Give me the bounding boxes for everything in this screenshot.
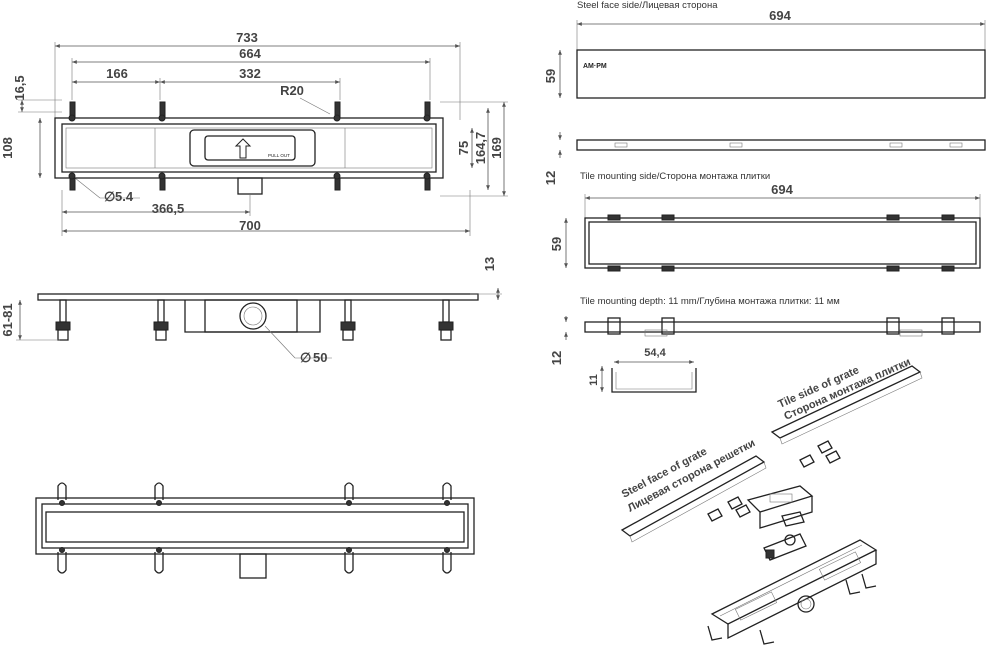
dim-61-81: 61-81 xyxy=(0,303,15,336)
dim-332: 332 xyxy=(239,66,261,81)
steel-face-thickness: 12 xyxy=(543,171,558,185)
dim-108: 108 xyxy=(0,137,15,159)
tile-depth-caption: Tile mounting depth: 11 mm/Глубина монта… xyxy=(580,296,840,307)
steel-face-height: 59 xyxy=(543,69,558,83)
diameter-symbol-50: ∅ xyxy=(300,350,311,365)
tile-side-height: 59 xyxy=(549,237,564,251)
tile-side-panel: Tile mounting side/Сторона монтажа плитк… xyxy=(549,171,981,272)
tile-depth-thickness: 12 xyxy=(549,351,564,365)
dim-r20: R20 xyxy=(280,83,304,98)
dim-664: 664 xyxy=(239,46,261,61)
profile-depth: 11 xyxy=(588,374,600,386)
steel-face-caption: Steel face side/Лицевая сторона xyxy=(577,0,718,11)
dim-50: 50 xyxy=(313,350,327,365)
profile-width: 54,4 xyxy=(644,347,666,359)
diameter-symbol: ∅ xyxy=(104,189,115,204)
side-view: 61-81 13 ∅ 50 xyxy=(0,257,502,365)
dim-5-4: 5.4 xyxy=(115,189,134,204)
dim-166: 166 xyxy=(106,66,128,81)
dim-16-5: 16,5 xyxy=(12,75,27,100)
tile-depth-panel: Tile mounting depth: 11 mm/Глубина монта… xyxy=(549,296,981,393)
dim-13: 13 xyxy=(482,257,497,271)
steel-face-length: 694 xyxy=(769,8,791,23)
brand-logo: AM·PM xyxy=(583,63,607,70)
dim-733: 733 xyxy=(236,30,258,45)
dim-75: 75 xyxy=(456,141,471,155)
grate-installed-view xyxy=(35,482,475,579)
tile-side-length: 694 xyxy=(771,182,793,197)
exploded-view: Tile side of grate Сторона монтажа плитк… xyxy=(620,356,923,645)
top-view: 733 664 166 332 R20 700 366,5 ∅ 5.4 16,5… xyxy=(0,30,508,236)
tile-side-caption: Tile mounting side/Сторона монтажа плитк… xyxy=(580,171,770,182)
dim-700: 700 xyxy=(239,218,261,233)
dim-164-7: 164,7 xyxy=(473,132,488,165)
dim-169: 169 xyxy=(489,137,504,159)
steel-face-panel: Steel face side/Лицевая сторона 694 AM·P… xyxy=(543,0,986,185)
dim-366-5: 366,5 xyxy=(152,201,185,216)
pull-out-label: PULL OUT xyxy=(268,153,290,158)
